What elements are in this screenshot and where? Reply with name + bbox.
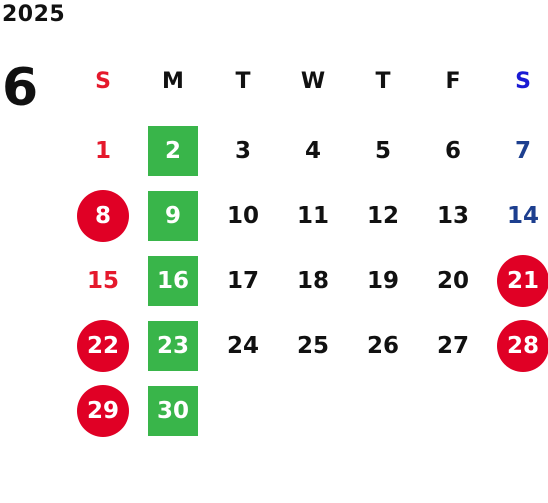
weekday-header-saturday: S — [515, 68, 531, 94]
day-cell: 12 — [348, 183, 418, 248]
empty-day — [497, 385, 548, 437]
day-number: 26 — [366, 332, 399, 359]
day-cell — [208, 378, 278, 443]
day-cell — [348, 378, 418, 443]
month-number: 6 — [2, 58, 39, 118]
day-cell: 10 — [208, 183, 278, 248]
day-cell: 11 — [278, 183, 348, 248]
day-cell: 3 — [208, 118, 278, 183]
day-number: 5 — [374, 137, 391, 164]
empty-day — [357, 385, 409, 437]
day-cell: 13 — [418, 183, 488, 248]
day-number: 15 — [86, 267, 119, 294]
day-cell: 4 — [278, 118, 348, 183]
day-number: 6 — [444, 137, 461, 164]
empty-day — [287, 385, 339, 437]
day-number: 9 — [148, 190, 198, 241]
day-cell: 16 — [138, 248, 208, 313]
day-number: 24 — [226, 332, 259, 359]
day-number: 21 — [497, 254, 548, 307]
day-cell: 2 — [138, 118, 208, 183]
weekday-header-tuesday: T — [235, 68, 251, 94]
day-cell: 21 — [488, 248, 548, 313]
day-number: 14 — [506, 202, 539, 229]
day-cell: 17 — [208, 248, 278, 313]
day-cell: 28 — [488, 313, 548, 378]
weekday-header-monday: M — [162, 68, 184, 94]
day-cell: 23 — [138, 313, 208, 378]
day-cell: 8 — [68, 183, 138, 248]
empty-day — [427, 385, 479, 437]
weekday-header-thursday: T — [375, 68, 391, 94]
day-number: 11 — [296, 202, 329, 229]
day-number: 18 — [296, 267, 329, 294]
day-cell: 14 — [488, 183, 548, 248]
day-cell: 30 — [138, 378, 208, 443]
day-cell: 22 — [68, 313, 138, 378]
day-cell: 27 — [418, 313, 488, 378]
day-number: 2 — [148, 125, 198, 176]
day-cell: 5 — [348, 118, 418, 183]
day-cell: 6 — [418, 118, 488, 183]
weekday-header-wednesday: W — [300, 68, 326, 94]
day-number: 8 — [77, 189, 129, 242]
day-cell: 1 — [68, 118, 138, 183]
year-label: 2025 — [2, 2, 66, 27]
calendar-grid: S M T W T F S — [68, 60, 548, 125]
day-number: 1 — [94, 137, 111, 164]
day-cell — [418, 378, 488, 443]
day-number: 4 — [304, 137, 321, 164]
weekday-header-sunday: S — [95, 68, 111, 94]
day-number: 13 — [436, 202, 469, 229]
day-number: 12 — [366, 202, 399, 229]
day-number: 27 — [436, 332, 469, 359]
day-number: 17 — [226, 267, 259, 294]
day-cell: 19 — [348, 248, 418, 313]
day-number: 7 — [514, 137, 531, 164]
day-number: 25 — [296, 332, 329, 359]
weekday-header-friday: F — [445, 68, 461, 94]
day-number: 29 — [77, 384, 129, 437]
day-cell: 20 — [418, 248, 488, 313]
day-cell: 18 — [278, 248, 348, 313]
day-number: 30 — [148, 385, 198, 436]
day-number: 28 — [497, 319, 548, 372]
empty-day — [217, 385, 269, 437]
day-cell: 15 — [68, 248, 138, 313]
day-cell: 7 — [488, 118, 548, 183]
day-number: 20 — [436, 267, 469, 294]
day-cell: 24 — [208, 313, 278, 378]
day-cell: 9 — [138, 183, 208, 248]
day-cell: 29 — [68, 378, 138, 443]
day-cell — [278, 378, 348, 443]
day-number: 23 — [148, 320, 198, 371]
day-cell: 26 — [348, 313, 418, 378]
day-number: 19 — [366, 267, 399, 294]
day-number: 16 — [148, 255, 198, 306]
day-number: 10 — [226, 202, 259, 229]
day-cell: 25 — [278, 313, 348, 378]
day-number: 3 — [234, 137, 251, 164]
day-cell — [488, 378, 548, 443]
day-number: 22 — [77, 319, 129, 372]
